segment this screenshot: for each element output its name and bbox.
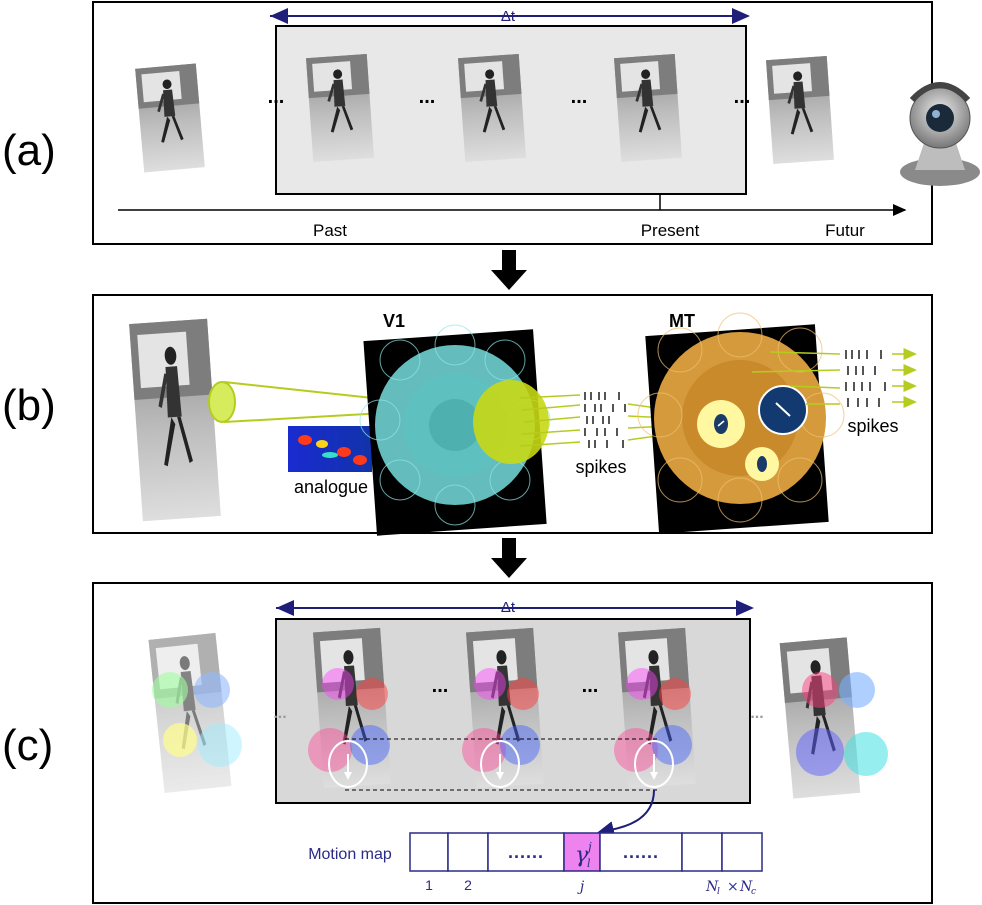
ellipsis-a3: ... (571, 86, 588, 108)
mt-cell-3 (745, 447, 779, 481)
motion-map-cell-2 (447, 832, 489, 872)
motion-map-dots-1: ...... (508, 842, 544, 862)
frame-past (135, 64, 205, 173)
v1-output-lines (519, 394, 581, 447)
motion-map-index-2: 2 (464, 877, 472, 893)
mt-output-lines (751, 351, 841, 405)
spikes-label-2: spikes (847, 416, 898, 436)
frame-c-future (780, 637, 888, 798)
ellipsis-c0: ... (273, 705, 286, 722)
analogue-heatmap (288, 426, 372, 472)
motion-map-gamma-sup: j (585, 840, 592, 854)
analogue-label: analogue (294, 477, 368, 497)
index-n-1: N (705, 879, 719, 895)
panel-b: (b) analogue V1 (2, 294, 933, 536)
motion-map-cell-dots-1 (487, 832, 565, 872)
tracking-bounds (345, 738, 660, 791)
motion-map-index-n: N l × N c (705, 879, 756, 897)
index-n-sub-c: c (751, 887, 756, 897)
flow-arrow-ab (491, 250, 527, 290)
index-times: × (727, 879, 739, 895)
motion-map-gamma-sub: l (587, 857, 591, 870)
motion-map: Motion map ...... ...... γ j l 1 2 j N l… (308, 832, 763, 897)
v1-receptive-field (473, 380, 549, 464)
timeline-future: Futur (825, 221, 865, 240)
frame-c-past (149, 633, 242, 793)
ellipsis-a1: ... (268, 86, 285, 108)
panel-a-label: (a) (2, 126, 56, 175)
v1-title: V1 (383, 311, 405, 331)
spike-trains-1 (584, 392, 626, 448)
output-arrows (892, 348, 917, 408)
delta-t-label-c: Δt (501, 599, 516, 616)
ellipsis-a2: ... (419, 86, 436, 108)
panel-a: (a) Δt ... ... ... ... Past Present Futu… (2, 1, 980, 245)
tracked-region-3 (634, 740, 674, 788)
input-frame-b (129, 319, 221, 522)
frame-1 (306, 54, 374, 162)
tracked-region-1 (328, 740, 368, 788)
panel-b-label: (b) (2, 381, 56, 430)
ellipsis-c2: ... (582, 675, 599, 697)
ellipsis-a4: ... (734, 86, 751, 108)
ellipsis-c1: ... (432, 675, 449, 697)
ellipsis-c3: ... (750, 705, 763, 722)
spikes-label-1: spikes (575, 457, 626, 477)
spike-trains-2 (845, 350, 886, 407)
index-n-sub-l: l (717, 887, 720, 897)
frame-3 (614, 54, 682, 162)
mt-cell-1 (697, 400, 745, 448)
frame-c-2 (462, 628, 544, 788)
frame-future (766, 56, 834, 164)
delta-t-label-a: Δt (501, 8, 516, 25)
timeline-past: Past (313, 221, 347, 240)
panel-c: (c) Δt (2, 582, 933, 904)
motion-map-dots-2: ...... (623, 842, 659, 862)
mt-cell-2 (758, 385, 808, 435)
frame-c-1 (308, 628, 391, 788)
motion-map-title: Motion map (308, 846, 392, 863)
motion-map-cell-j (563, 832, 601, 872)
webcam-icon (900, 82, 980, 186)
motion-map-cell-n (721, 832, 763, 872)
motion-map-gamma: γ (575, 843, 589, 868)
motion-map-index-j: j (577, 879, 585, 895)
frame-2 (458, 54, 526, 162)
motion-map-link (596, 789, 655, 837)
motion-map-index-1: 1 (425, 877, 433, 893)
motion-map-cell-n1 (681, 832, 723, 872)
panel-c-label: (c) (2, 721, 53, 770)
flow-arrow-bc (491, 538, 527, 578)
timeline-present: Present (641, 221, 700, 240)
receptive-field-input (208, 381, 236, 423)
motion-map-cell-1 (409, 832, 449, 872)
index-n-2: N (739, 879, 753, 895)
mt-title: MT (669, 311, 695, 331)
tracked-region-2 (480, 740, 520, 788)
